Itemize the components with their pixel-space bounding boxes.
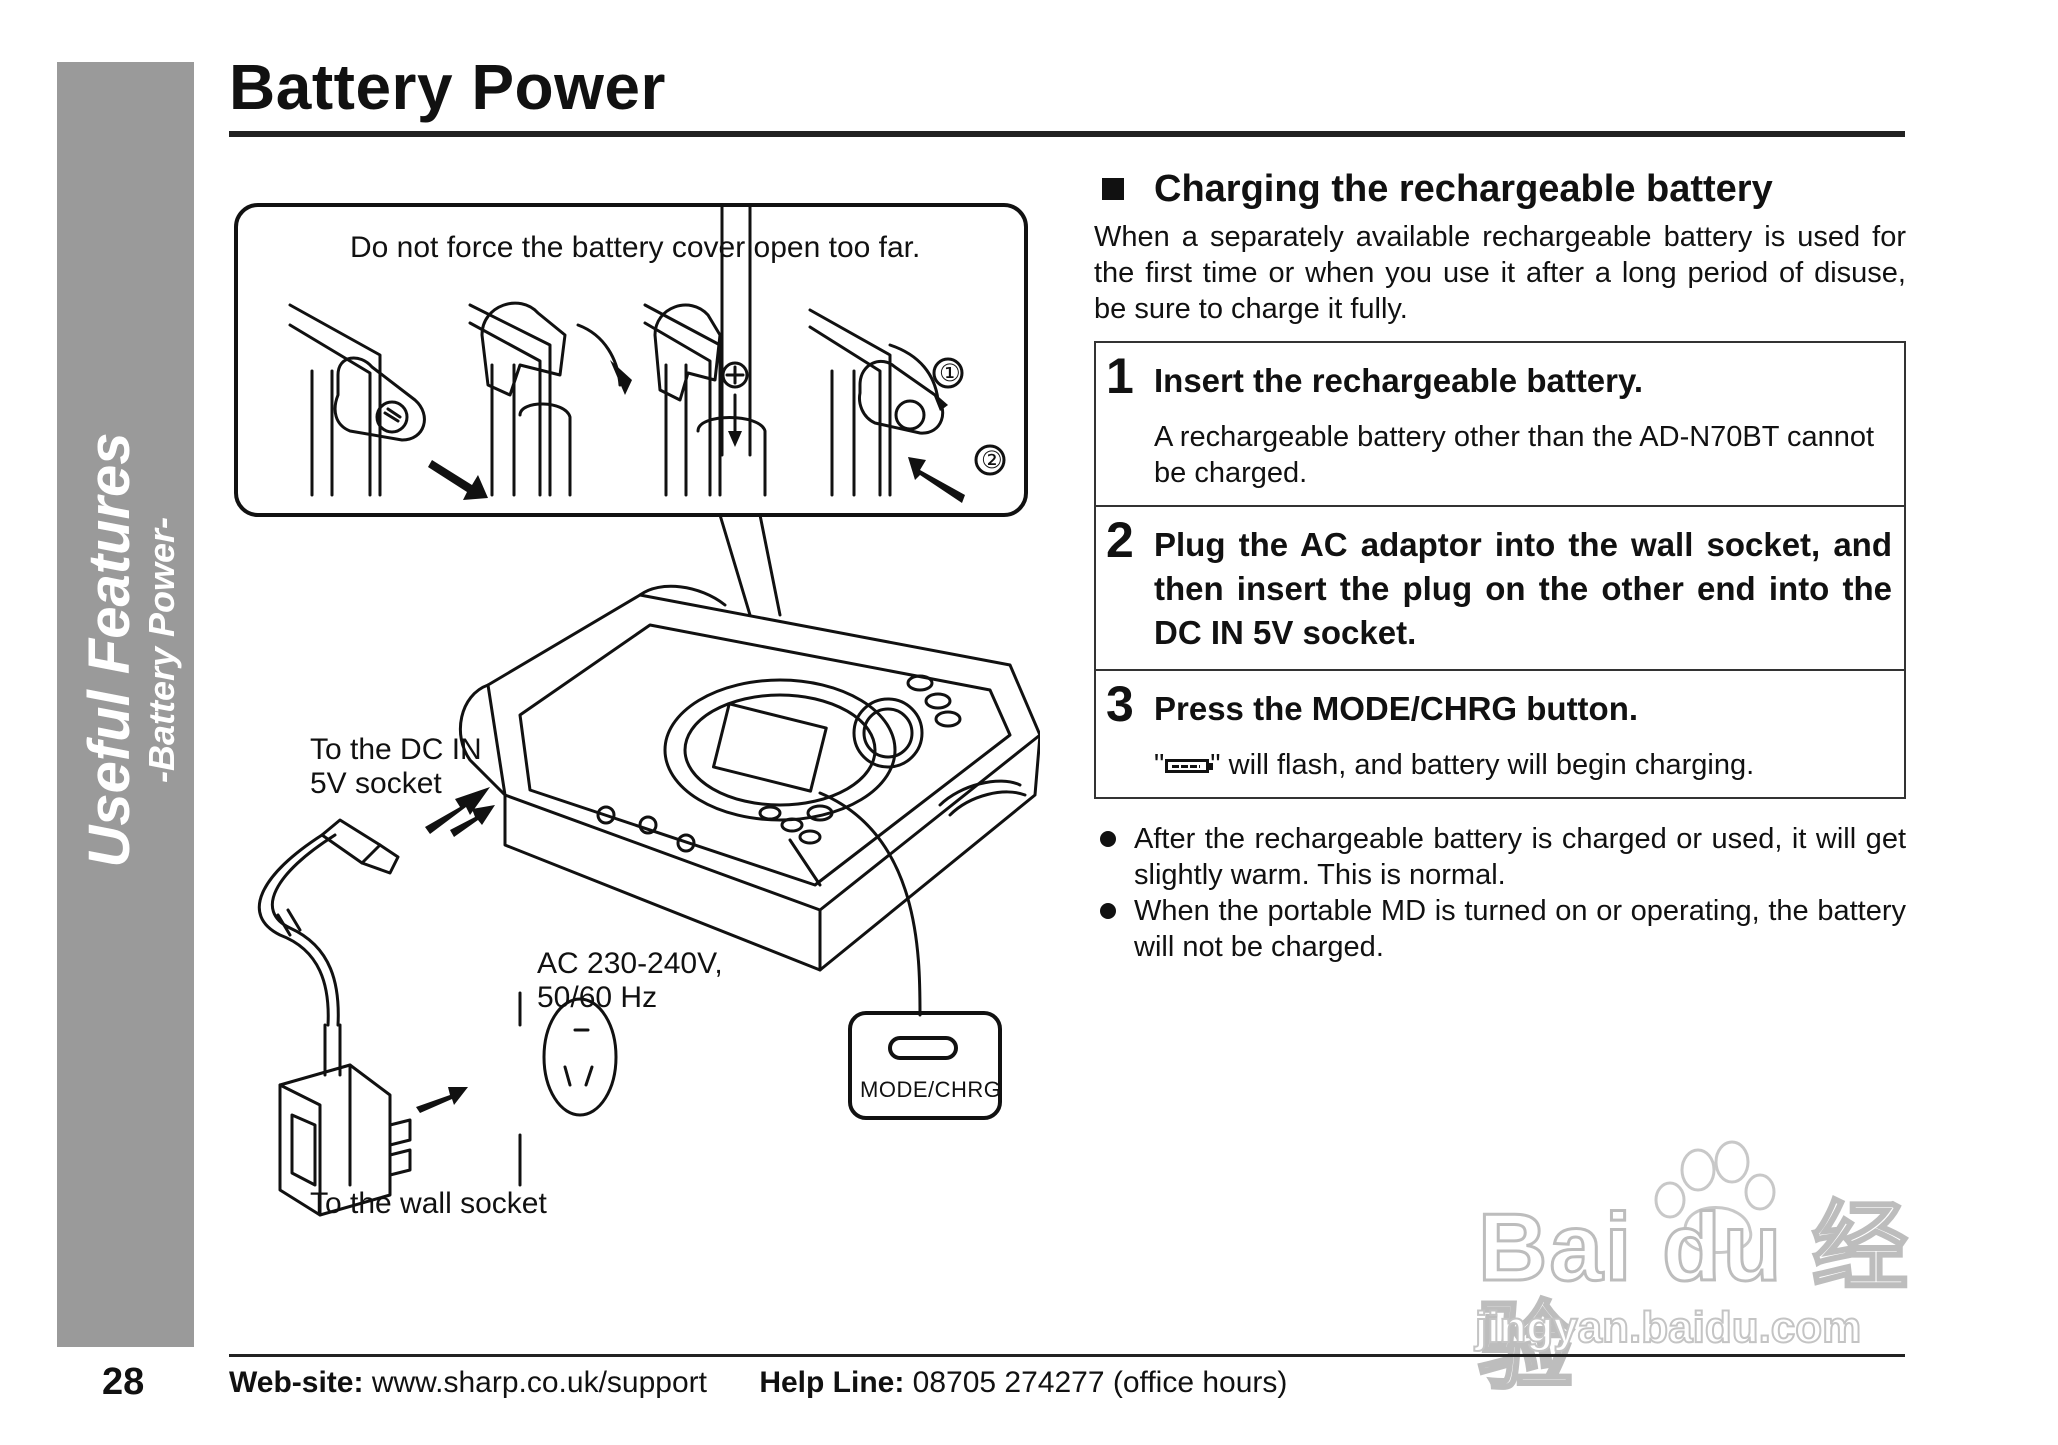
section-heading: Charging the rechargeable battery	[1094, 165, 1906, 213]
step-number: 2	[1106, 512, 1134, 568]
step-number: 1	[1106, 348, 1134, 404]
step-detail: " " will flash, and battery will begin ch…	[1154, 747, 1892, 783]
notes-list: After the rechargeable battery is charge…	[1094, 821, 1906, 965]
illustration-drawing	[234, 203, 1040, 1217]
footer-rule	[229, 1354, 1905, 1357]
dc-in-label-line1: To the DC IN	[310, 733, 482, 766]
watermark-brand: Bai du 经验	[1477, 1194, 1911, 1401]
helpline-number: 08705 274277 (office hours)	[912, 1366, 1288, 1399]
bullet-dot-icon	[1100, 831, 1116, 847]
step-marker-2: ②	[981, 447, 1003, 474]
ac-adaptor	[278, 1023, 412, 1217]
battery-indicator-icon	[1165, 759, 1214, 774]
callout-note: Do not force the battery cover open too …	[350, 231, 921, 264]
ac-voltage-line2: 50/60 Hz	[537, 981, 658, 1014]
step-2: 2 Plug the AC adaptor into the wall sock…	[1096, 505, 1904, 669]
note-text: When the portable MD is turned on or ope…	[1134, 895, 1906, 963]
note-item: After the rechargeable battery is charge…	[1094, 821, 1906, 893]
sidebar-subsection-title: -Battery Power-	[141, 516, 182, 784]
paw-logo-icon	[1654, 1140, 1776, 1254]
step-title: Insert the rechargeable battery.	[1154, 362, 1644, 399]
cover-panel-3	[643, 203, 767, 497]
bullet-dot-icon	[1100, 903, 1116, 919]
watermark-url: jingyan.baidu.com	[1474, 1302, 1862, 1353]
sidebar-section-label: Useful Features -Battery Power-	[77, 350, 188, 950]
step-marker-1: ①	[939, 360, 961, 387]
ac-voltage-label: AC 230-240V, 50/60 Hz	[537, 947, 723, 1015]
dc-in-label: To the DC IN 5V socket	[310, 733, 482, 801]
battery-charging-illustration: Do not force the battery cover open too …	[220, 195, 1040, 1245]
charging-section: Charging the rechargeable battery When a…	[1094, 165, 1906, 965]
dc-plug-and-cable	[257, 818, 400, 1027]
md-player	[458, 584, 1040, 972]
cover-panel-1	[288, 303, 426, 497]
sidebar-band	[57, 62, 194, 1347]
step-3: 3 Press the MODE/CHRG button. " " will fl…	[1096, 669, 1904, 797]
step-1: 1 Insert the rechargeable battery. A rec…	[1096, 343, 1904, 505]
dc-in-label-line2: 5V socket	[310, 767, 442, 800]
section-intro: When a separately available rechargeable…	[1094, 221, 1906, 325]
cover-panel-4	[808, 308, 1006, 497]
step-title: Press the MODE/CHRG button.	[1154, 690, 1639, 727]
wall-socket-label: To the wall socket	[310, 1187, 547, 1220]
baidu-watermark: Bai du 经验 jingyan.baidu.com	[1470, 1140, 1950, 1399]
note-text: After the rechargeable battery is charge…	[1134, 823, 1906, 891]
steps-table: 1 Insert the rechargeable battery. A rec…	[1094, 341, 1906, 799]
step-detail: A rechargeable battery other than the AD…	[1154, 421, 1875, 489]
footer: Web-site: www.sharp.co.uk/support Help L…	[229, 1363, 1287, 1403]
helpline-label: Help Line:	[759, 1366, 905, 1399]
mode-chrg-button-label: MODE/CHRG	[860, 1077, 1002, 1102]
step-detail-text: " will flash, and battery will begin cha…	[1210, 749, 1755, 781]
page-number: 28	[102, 1361, 145, 1403]
title-rule	[229, 131, 1905, 137]
square-bullet-icon	[1102, 178, 1124, 200]
website-link[interactable]: www.sharp.co.uk/support	[371, 1366, 707, 1399]
quote-open: "	[1154, 749, 1165, 781]
wall-socket	[518, 991, 618, 1187]
cover-panel-2	[468, 301, 622, 497]
step-title: Plug the AC adaptor into the wall socket…	[1154, 526, 1892, 651]
sidebar-section-title: Useful Features	[77, 432, 142, 868]
page-title: Battery Power	[229, 51, 666, 123]
ac-voltage-line1: AC 230-240V,	[537, 947, 723, 980]
note-item: When the portable MD is turned on or ope…	[1094, 893, 1906, 965]
website-label: Web-site:	[229, 1366, 364, 1399]
step-number: 3	[1106, 676, 1134, 732]
section-heading-text: Charging the rechargeable battery	[1154, 168, 1773, 210]
